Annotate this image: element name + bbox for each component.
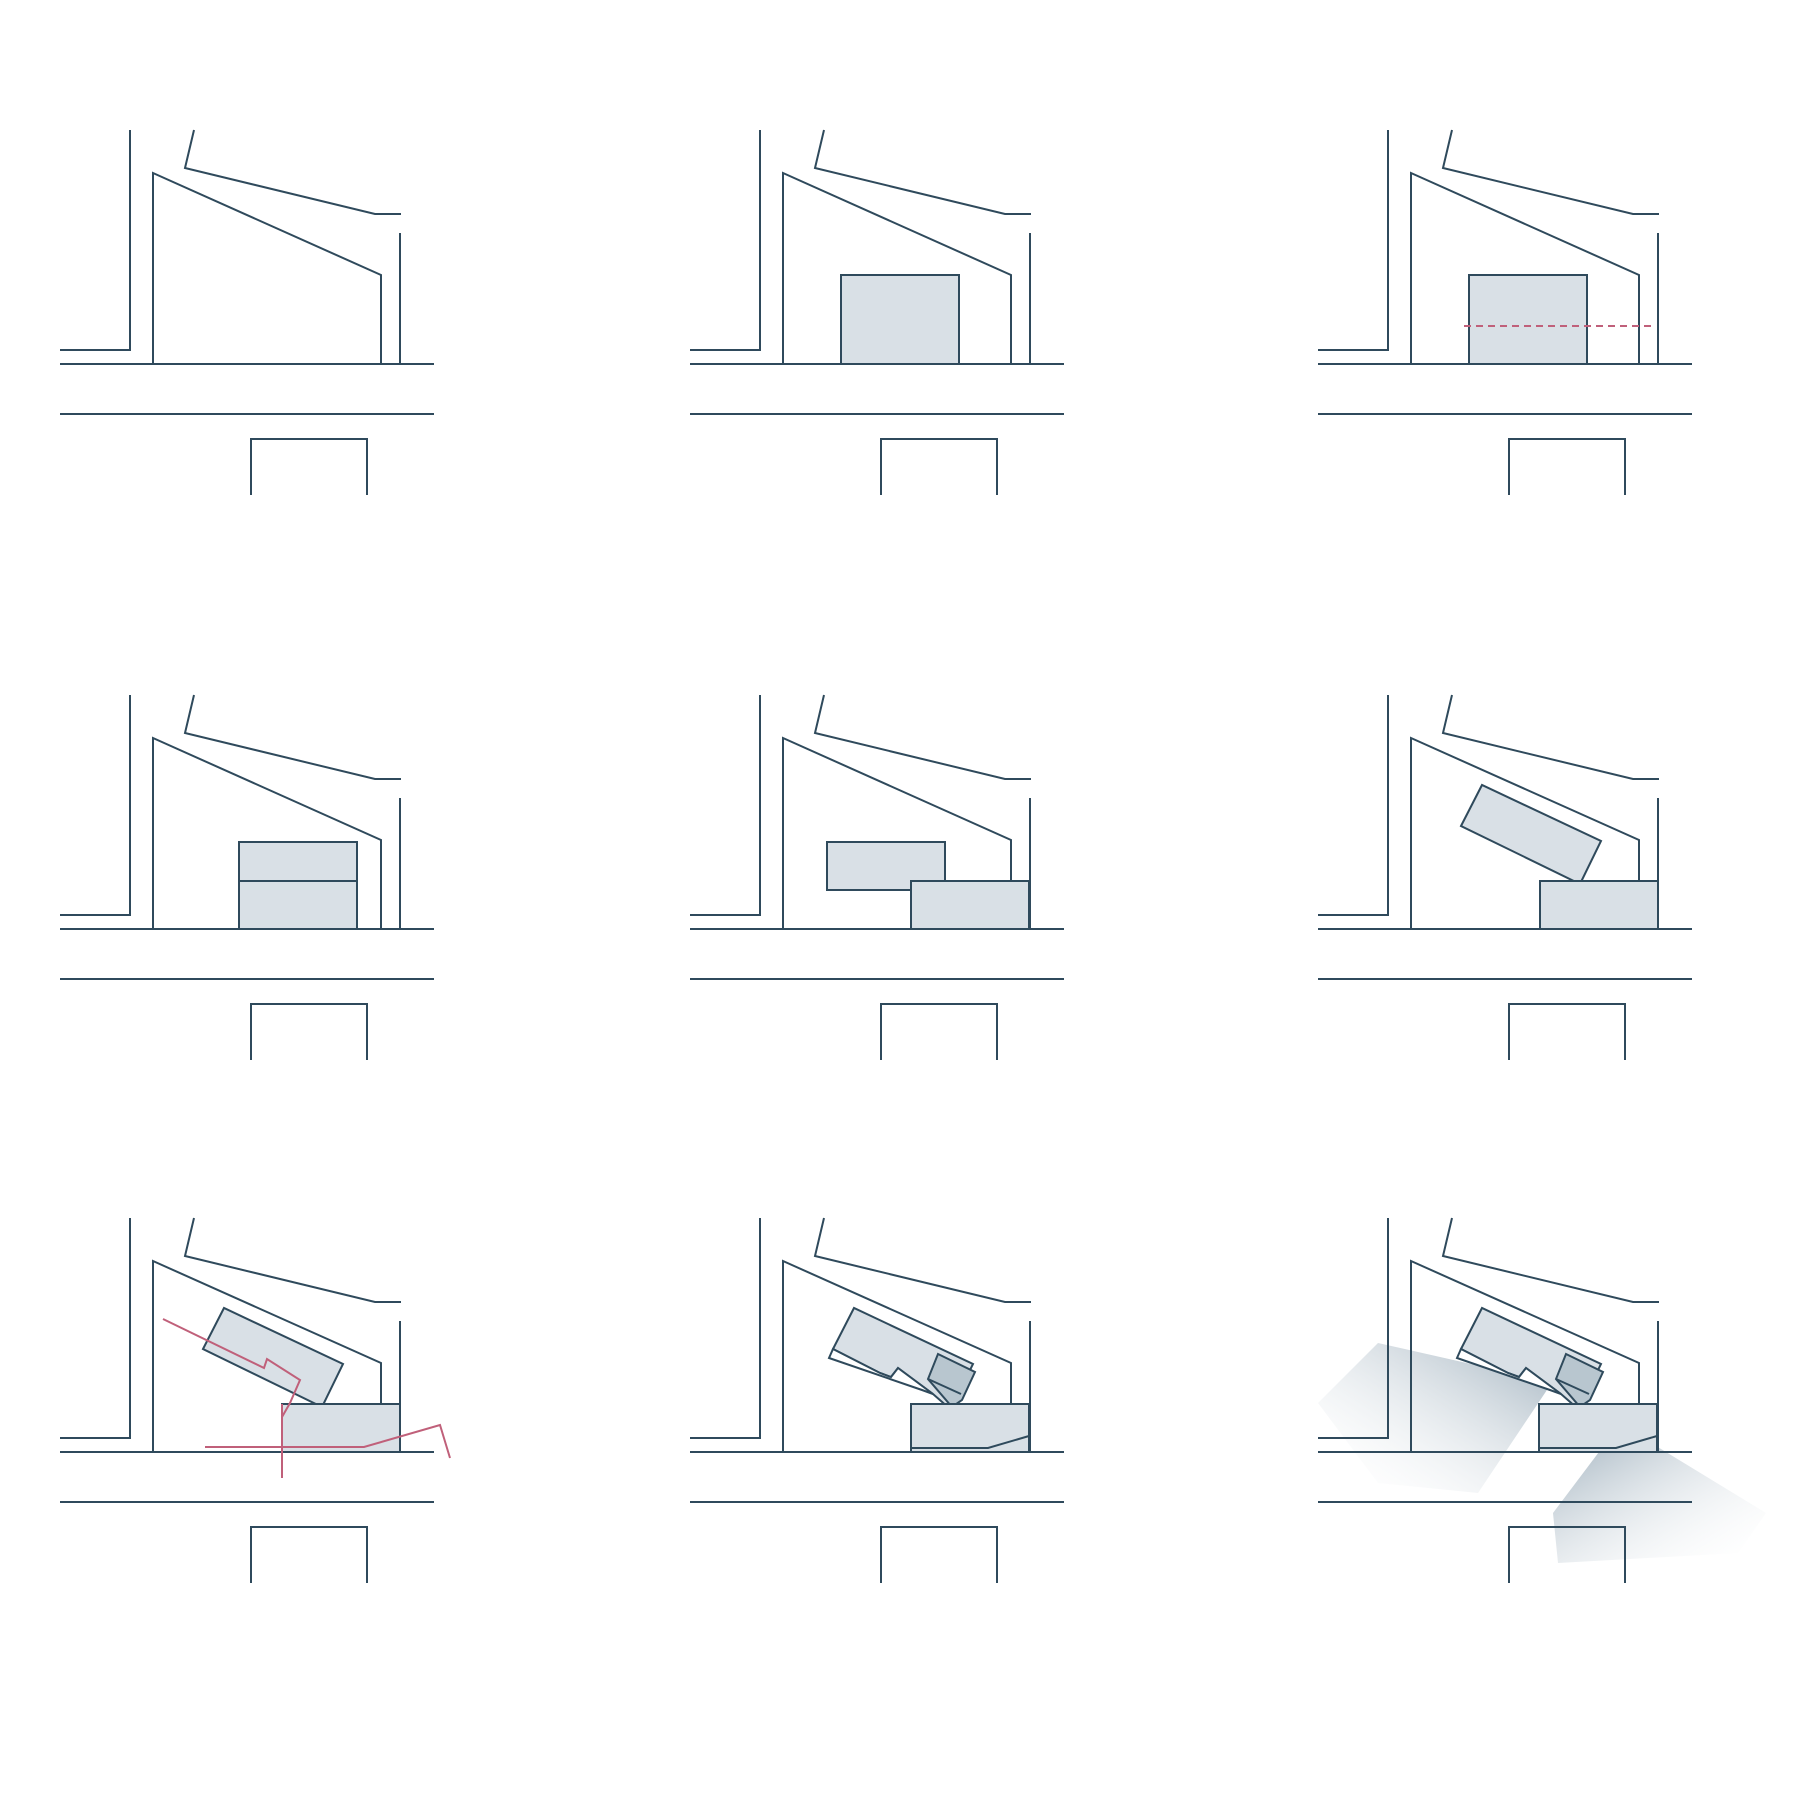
lower-bar — [910, 1403, 1030, 1453]
view-cone-left — [1318, 1343, 1555, 1493]
building-volume — [1468, 274, 1588, 365]
lower-bar — [1538, 1403, 1658, 1453]
lower-bar — [910, 880, 1030, 930]
circulation-path-ground — [205, 1423, 451, 1459]
lower-bar — [281, 1403, 401, 1453]
panel-7-circulation — [59, 1217, 451, 1584]
upper-bar-cutout — [1455, 1347, 1562, 1395]
panel-1-empty-site — [59, 129, 435, 496]
panel-9-views-light — [1317, 1217, 1766, 1584]
upper-bar-cutout — [827, 1347, 934, 1395]
view-cone-right — [1553, 1436, 1766, 1563]
rotated-upper-bar — [1459, 783, 1603, 886]
lower-bar-carve — [911, 1435, 1030, 1449]
panel-2-single-volume — [689, 129, 1065, 496]
circulation-path-upper — [162, 1318, 302, 1418]
lower-bar — [1539, 880, 1659, 930]
panel-5-shifted-bars — [689, 694, 1065, 1061]
upper-bar — [826, 841, 946, 891]
building-volume — [840, 274, 960, 365]
rotated-upper-bar — [201, 1306, 345, 1409]
lower-bar-carve — [1539, 1435, 1658, 1449]
panel-6-rotated-bar — [1317, 694, 1693, 1061]
panel-3-volume-split — [1317, 129, 1693, 496]
panel-8-carved-volumes — [689, 1217, 1065, 1584]
panel-4-stacked-bars — [59, 694, 435, 1061]
lower-bar — [238, 880, 358, 930]
